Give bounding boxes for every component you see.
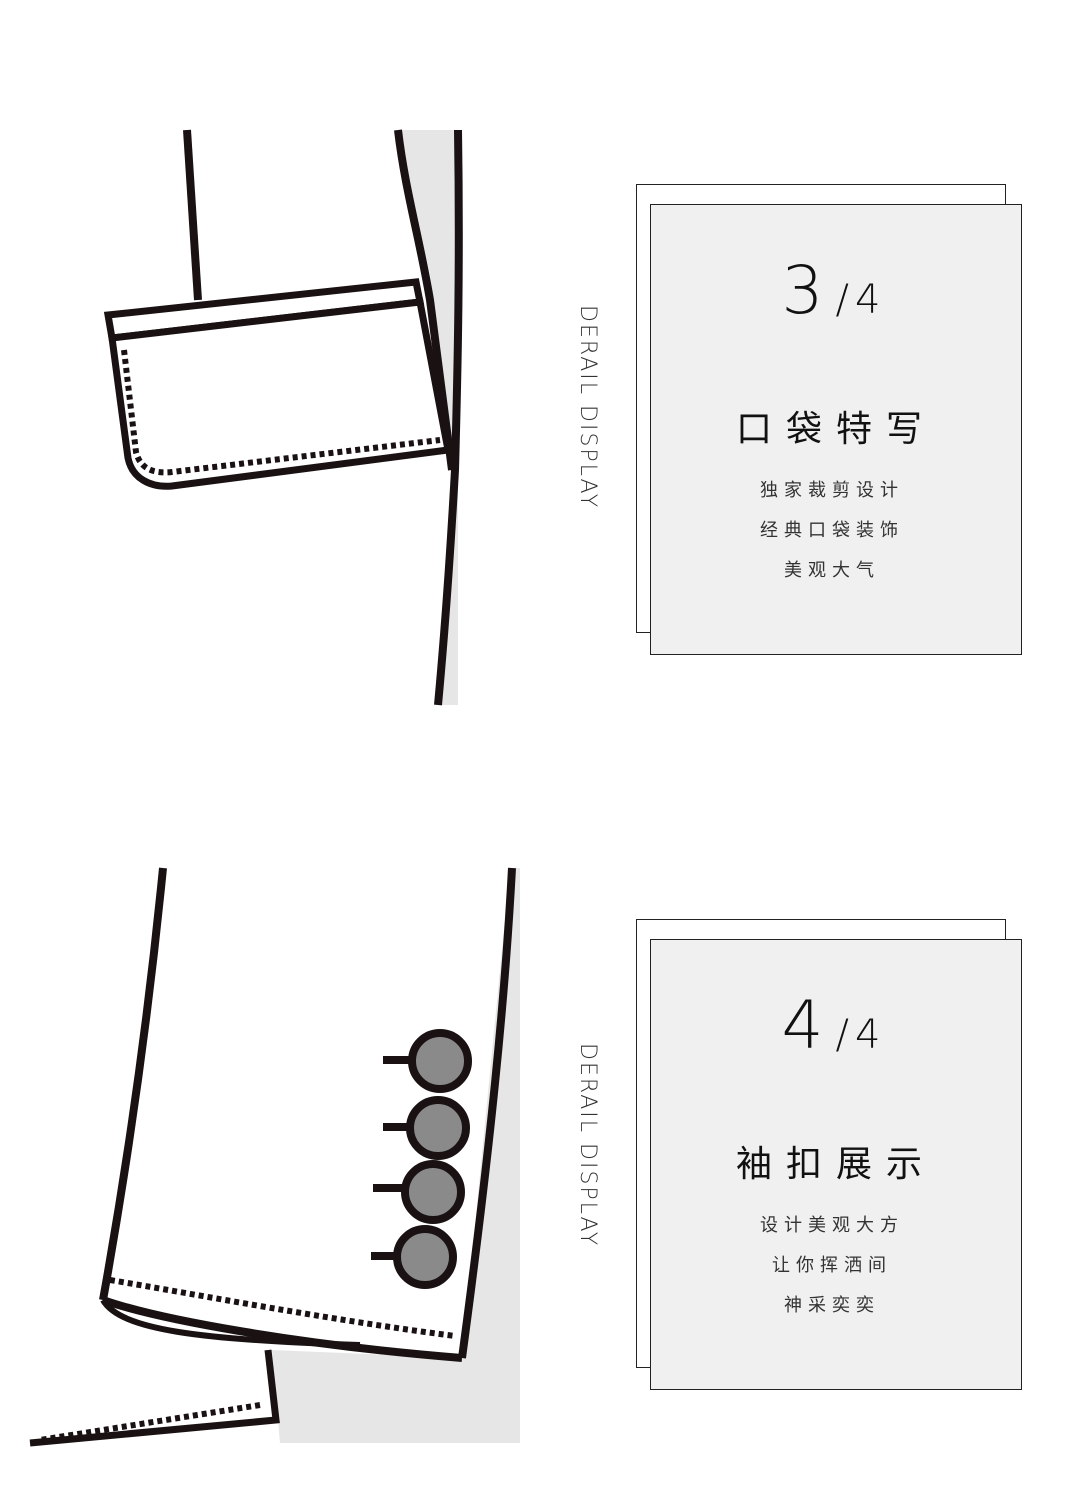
- vertical-label: DERAIL DISPLAY: [575, 305, 600, 510]
- counter-total: 4: [855, 277, 881, 323]
- page-counter: 4/4: [756, 987, 906, 1064]
- card-heading: 袖扣展示: [735, 1144, 936, 1185]
- vertical-label: DERAIL DISPLAY: [575, 1043, 600, 1248]
- card-description: 设计美观大方 让你挥洒间 神采奕奕: [636, 1206, 1022, 1326]
- card-heading: 口袋特写: [735, 409, 936, 450]
- cuff-button-4-icon: [371, 1225, 457, 1289]
- jacket-pocket-illustration: [103, 129, 463, 706]
- sleeve-cuff-buttons-illustration: [29, 867, 520, 1447]
- counter-total: 4: [855, 1012, 881, 1058]
- description-line: 独家裁剪设计: [760, 480, 904, 501]
- counter-current: 4: [781, 987, 826, 1064]
- description-line: 经典口袋装饰: [760, 520, 904, 541]
- page-counter: 3/4: [756, 252, 906, 329]
- counter-current: 3: [781, 252, 826, 329]
- card-front-frame: [650, 204, 1022, 655]
- cuff-button-1-icon: [383, 1029, 472, 1093]
- description-line: 神采奕奕: [784, 1295, 880, 1316]
- counter-separator: /: [835, 1012, 850, 1058]
- description-line: 设计美观大方: [760, 1215, 904, 1236]
- description-line: 美观大气: [784, 560, 880, 581]
- detail-card-cuff: 4/4 袖扣展示 设计美观大方 让你挥洒间 神采奕奕: [636, 919, 1022, 1390]
- counter-separator: /: [835, 277, 850, 323]
- card-front-frame: [650, 939, 1022, 1390]
- cuff-button-3-icon: [373, 1160, 465, 1224]
- description-line: 让你挥洒间: [772, 1255, 892, 1276]
- cuff-button-2-icon: [383, 1096, 470, 1160]
- card-description: 独家裁剪设计 经典口袋装饰 美观大气: [636, 471, 1022, 591]
- detail-card-pocket: 3/4 口袋特写 独家裁剪设计 经典口袋装饰 美观大气: [636, 184, 1022, 655]
